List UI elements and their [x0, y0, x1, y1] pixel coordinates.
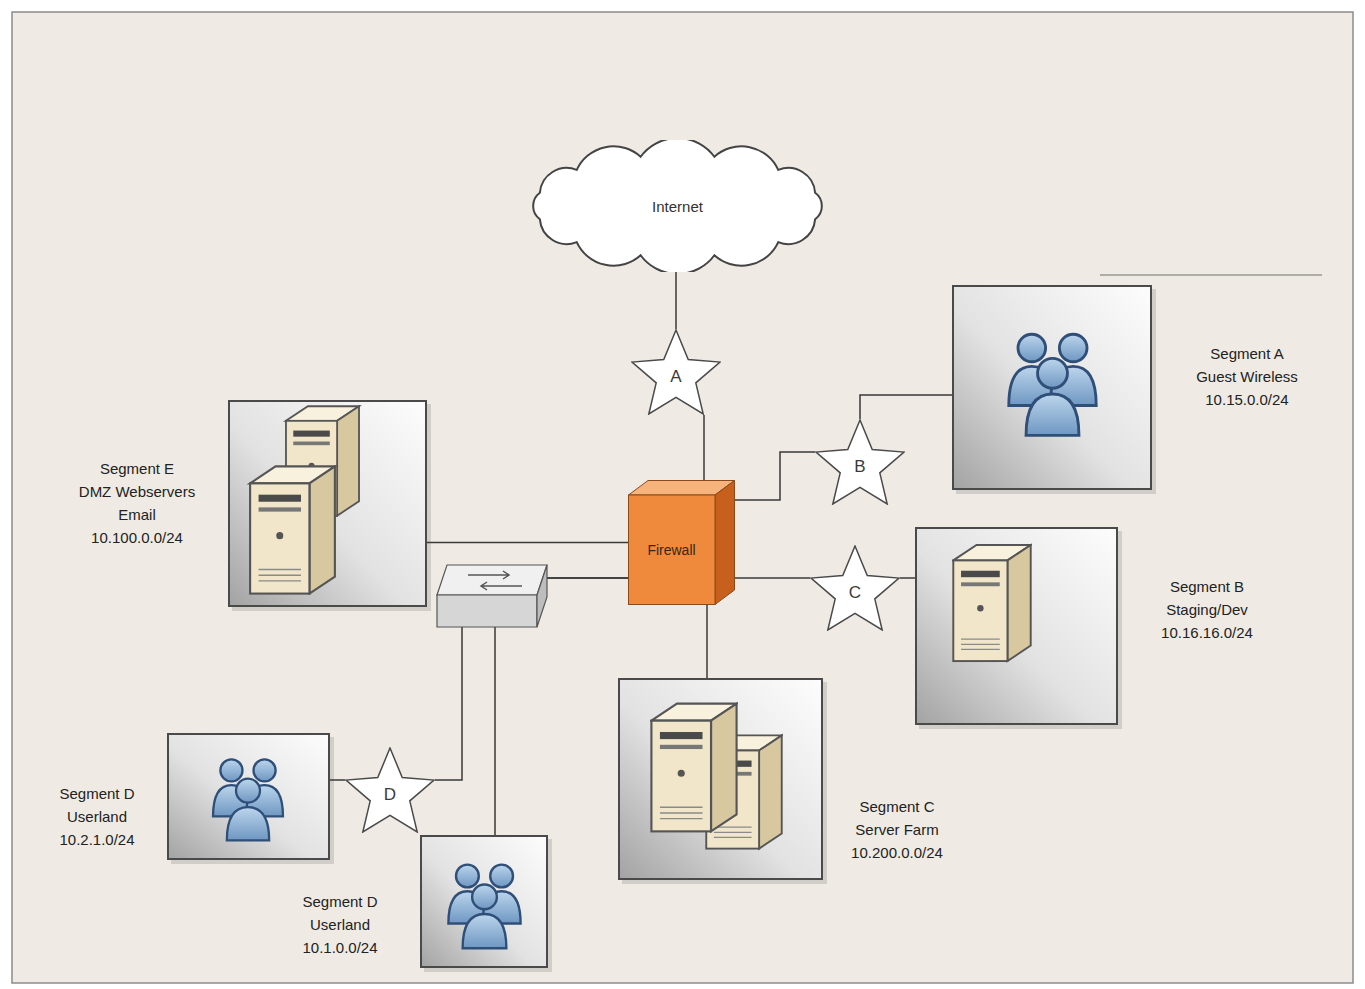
marker-star: A: [631, 329, 721, 415]
users-icon: [213, 759, 283, 840]
segment-label: Guest Wireless: [1196, 365, 1298, 388]
network-link: [735, 577, 810, 579]
network-link: [427, 542, 628, 544]
network-link: [706, 605, 708, 678]
cloud-shape: [533, 140, 822, 272]
segment-caption: Segment BStaging/Dev10.16.16.0/24: [1161, 575, 1253, 644]
star-shape: [632, 330, 720, 414]
segment-caption: Segment EDMZ Webservers Email10.100.0.0/…: [70, 457, 205, 549]
star-shape: [811, 546, 899, 630]
star-letter: A: [670, 365, 681, 388]
segment-caption: Segment CServer Farm10.200.0.0/24: [851, 795, 943, 864]
shape-text-holder: C: [810, 545, 900, 640]
network-link: [675, 272, 677, 329]
firewall-side: [715, 481, 735, 605]
segment-label: Userland: [59, 805, 134, 828]
firewall-front: [629, 495, 716, 605]
network-segment: Segment DUserland10.2.1.0/24: [167, 733, 330, 860]
segment-label: 10.16.16.0/24: [1161, 621, 1253, 644]
network-link: [703, 415, 705, 480]
star-letter: C: [849, 581, 861, 604]
network-segment: Segment CServer Farm10.200.0.0/24: [618, 678, 823, 880]
segment-label: Segment D: [59, 782, 134, 805]
star-letter: B: [854, 455, 865, 478]
segment-label: Userland: [302, 913, 377, 936]
segment-label: Staging/Dev: [1161, 598, 1253, 621]
server-icon: [250, 466, 335, 593]
rule-line: [1100, 274, 1322, 275]
shape-text-holder: A: [631, 329, 721, 424]
network-link: [330, 779, 345, 781]
segment-label: 10.200.0.0/24: [851, 841, 943, 864]
segment-label: Segment B: [1161, 575, 1253, 598]
firewall: Firewall: [628, 480, 735, 605]
network-segment: Segment EDMZ Webservers Email10.100.0.0/…: [228, 400, 427, 607]
network-link: [900, 577, 915, 579]
shape-text-holder: Firewall: [628, 480, 715, 605]
shape-text-holder: B: [815, 419, 905, 514]
segment-label: Segment E: [70, 457, 205, 480]
segment-caption: Segment DUserland10.1.0.0/24: [302, 890, 377, 959]
star-shape: [346, 748, 434, 832]
cloud-label: Internet: [652, 195, 703, 218]
segment-label: 10.2.1.0/24: [59, 828, 134, 851]
shape-text-holder: D: [345, 747, 435, 842]
server-icon: [953, 545, 1030, 661]
server-icon: [651, 704, 736, 832]
internet-cloud: Internet: [520, 140, 835, 272]
star-letter: D: [384, 783, 396, 806]
shape-text-holder: Internet: [520, 140, 835, 272]
segment-label: 10.100.0.0/24: [70, 526, 205, 549]
segment-label: 10.1.0.0/24: [302, 936, 377, 959]
segment-label: 10.15.0.0/24: [1196, 388, 1298, 411]
segment-label: Server Farm: [851, 818, 943, 841]
segment-label: DMZ Webservers Email: [70, 480, 205, 526]
network-link: [860, 395, 952, 419]
network-link: [435, 578, 628, 780]
marker-star: B: [815, 419, 905, 505]
network-segment: Segment DUserland10.1.0.0/24: [420, 835, 548, 968]
segment-label: Segment C: [851, 795, 943, 818]
firewall-label: Firewall: [647, 539, 695, 562]
marker-star: D: [345, 747, 435, 833]
segment-label: Segment A: [1196, 342, 1298, 365]
users-icon: [1009, 334, 1096, 435]
segment-caption: Segment DUserland10.2.1.0/24: [59, 782, 134, 851]
network-segment: Segment BStaging/Dev10.16.16.0/24: [915, 527, 1118, 725]
segment-label: Segment D: [302, 890, 377, 913]
network-segment: Segment AGuest Wireless10.15.0.0/24: [952, 285, 1152, 490]
network-link: [735, 452, 815, 500]
network-switch: [437, 565, 547, 627]
users-icon: [448, 865, 520, 949]
segment-caption: Segment AGuest Wireless10.15.0.0/24: [1196, 342, 1298, 411]
marker-star: C: [810, 545, 900, 631]
segment-box-grounds: [167, 285, 1156, 972]
star-shape: [816, 420, 904, 504]
diagram-frame: [12, 12, 1353, 983]
